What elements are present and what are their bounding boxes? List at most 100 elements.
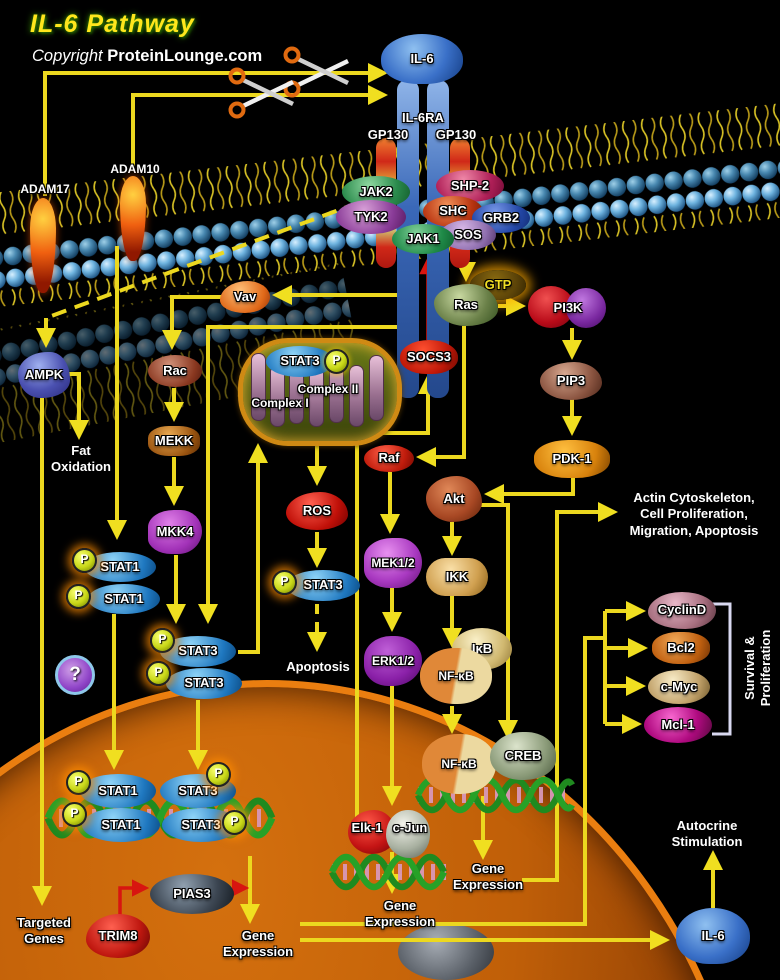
ligand-il6-secreted[interactable]: IL-6 bbox=[676, 908, 750, 964]
protein-grb2[interactable]: GRB2 bbox=[472, 203, 530, 233]
adam10-label: ADAM10 bbox=[110, 162, 160, 176]
protein-stat3-cyto[interactable]: STAT3 bbox=[286, 570, 360, 601]
protein-mek12[interactable]: MEK1/2 bbox=[364, 538, 422, 588]
protein-stat3-nuclear[interactable]: STAT3 bbox=[162, 808, 240, 842]
question-mark-icon: ? bbox=[55, 655, 95, 695]
stat3-label: STAT3 bbox=[184, 675, 224, 691]
survival-line2: Proliferation bbox=[758, 629, 773, 707]
protein-pip3[interactable]: PIP3 bbox=[540, 362, 602, 400]
actin-line2: Cell Proliferation, bbox=[640, 506, 748, 522]
gene-expression-line2: Expression bbox=[364, 914, 436, 930]
il6-label: IL-6 bbox=[701, 927, 725, 943]
stat3-label: STAT3 bbox=[178, 643, 218, 659]
protein-cyclind[interactable]: CyclinD bbox=[648, 592, 716, 629]
protein-pias3[interactable]: PIAS3 bbox=[150, 874, 234, 914]
complex-i-label: Complex I bbox=[251, 396, 309, 410]
protein-jak1[interactable]: JAK1 bbox=[392, 224, 454, 254]
phospho-badge: P bbox=[324, 349, 349, 374]
grb2-label: GRB2 bbox=[482, 209, 520, 225]
stat1-label: STAT1 bbox=[98, 782, 138, 798]
gene-expression-label: Gene Expression bbox=[440, 861, 536, 894]
stat3-label: STAT3 bbox=[280, 353, 320, 369]
protein-socs3[interactable]: SOCS3 bbox=[400, 340, 458, 374]
survival-proliferation-label: Survival & Proliferation bbox=[688, 598, 780, 738]
protein-erk12[interactable]: ERK1/2 bbox=[364, 636, 422, 686]
protein-ampk[interactable]: AMPK bbox=[18, 352, 70, 398]
sos-label: SOS bbox=[454, 226, 482, 242]
protein-raf[interactable]: Raf bbox=[364, 445, 414, 472]
protein-vav[interactable]: Vav bbox=[220, 281, 270, 313]
fat-oxidation-label: Fat Oxidation bbox=[42, 443, 120, 476]
mito-crista bbox=[251, 353, 266, 421]
adam17-label: ADAM17 bbox=[20, 182, 70, 196]
ampk-label: AMPK bbox=[24, 366, 64, 382]
stat3-label: STAT3 bbox=[181, 816, 221, 832]
mek12-label: MEK1/2 bbox=[371, 555, 415, 570]
protein-stat3[interactable]: STAT3 bbox=[166, 668, 242, 699]
protein-bcl2[interactable]: Bcl2 bbox=[652, 632, 710, 664]
stat3-label: STAT3 bbox=[178, 782, 218, 798]
autocrine-line1: Autocrine bbox=[676, 818, 738, 833]
copyright-word: Copyright bbox=[32, 47, 103, 65]
raf-label: Raf bbox=[378, 450, 400, 466]
phospho-badge: P bbox=[206, 762, 231, 787]
il6-label: IL-6 bbox=[410, 50, 434, 66]
protein-nfkb-nuclear[interactable]: NF-κB bbox=[422, 734, 496, 794]
protein-ikk[interactable]: IKK bbox=[426, 558, 488, 596]
autocrine-line2: Stimulation bbox=[671, 834, 743, 850]
ligand-il6[interactable]: IL-6 bbox=[381, 34, 463, 84]
phospho-badge: P bbox=[272, 570, 297, 595]
copyright-site[interactable]: ProteinLounge.com bbox=[107, 47, 263, 65]
protein-mcl1[interactable]: Mcl-1 bbox=[644, 707, 712, 743]
survival-line1: Survival & bbox=[741, 636, 757, 700]
page-title: IL-6 Pathway bbox=[30, 10, 195, 38]
protein-trim8[interactable]: TRIM8 bbox=[86, 914, 150, 958]
fat-oxidation-line1: Fat bbox=[71, 443, 91, 458]
mekk-label: MEKK bbox=[154, 432, 194, 448]
mito-crista bbox=[369, 355, 384, 421]
autocrine-stimulation-label: Autocrine Stimulation bbox=[634, 818, 780, 851]
protein-mkk4[interactable]: MKK4 bbox=[148, 510, 202, 554]
protein-ras[interactable]: Ras bbox=[434, 284, 498, 326]
protein-mekk[interactable]: MEKK bbox=[148, 426, 200, 456]
cjun-label: c-Jun bbox=[392, 820, 428, 835]
mito-crista bbox=[349, 365, 364, 427]
stat3-label: STAT3 bbox=[303, 577, 343, 593]
mcl1-label: Mcl-1 bbox=[661, 716, 695, 732]
vav-label: Vav bbox=[233, 288, 257, 304]
protein-adam17[interactable] bbox=[30, 198, 56, 293]
ikk-label: IKK bbox=[445, 568, 469, 584]
protein-pdk1[interactable]: PDK-1 bbox=[534, 440, 610, 478]
protein-stat1-nuclear[interactable]: STAT1 bbox=[80, 774, 156, 808]
protein-adam10[interactable] bbox=[120, 176, 146, 261]
g​ene-expression-label: Gene Expression bbox=[350, 898, 450, 931]
protein-stat3[interactable]: STAT3 bbox=[160, 636, 236, 667]
protein-stat1[interactable]: STAT1 bbox=[88, 584, 160, 614]
protein-stat3-mito[interactable]: STAT3 bbox=[266, 346, 334, 377]
protein-creb[interactable]: CREB bbox=[490, 732, 556, 780]
targeted-genes-line2: Genes bbox=[24, 931, 64, 947]
pi3k-label[interactable]: PI3K bbox=[553, 300, 583, 315]
protein-tyk2[interactable]: TYK2 bbox=[336, 200, 406, 234]
nfkb-label: NF-κB bbox=[438, 668, 474, 683]
protein-akt[interactable]: Akt bbox=[426, 476, 482, 522]
phospho-badge: P bbox=[62, 802, 87, 827]
gene-expression-line1: Gene bbox=[241, 928, 275, 943]
mitochondria bbox=[238, 338, 402, 446]
protein-stat1-nuclear[interactable]: STAT1 bbox=[82, 808, 160, 842]
protein-cjun[interactable] bbox=[386, 810, 430, 858]
protein-cmyc[interactable]: c-Myc bbox=[648, 670, 710, 704]
gp130-right-label: GP130 bbox=[435, 127, 477, 142]
protein-rac[interactable]: Rac bbox=[148, 355, 202, 387]
phospho-badge: P bbox=[222, 810, 247, 835]
elk1-label: Elk-1 bbox=[351, 820, 383, 835]
survival-bracket bbox=[712, 602, 732, 736]
ras-label: Ras bbox=[454, 296, 478, 312]
actin-outcomes-label: Actin Cytoskeleton, Cell Proliferation, … bbox=[608, 490, 780, 539]
gene-expression-line1: Gene bbox=[383, 898, 417, 913]
protein-nfkb[interactable]: NF-κB bbox=[420, 648, 492, 704]
apoptosis-label: Apoptosis bbox=[286, 659, 350, 674]
protein-ros[interactable]: ROS bbox=[286, 492, 348, 530]
trim8-label: TRIM8 bbox=[98, 927, 138, 943]
